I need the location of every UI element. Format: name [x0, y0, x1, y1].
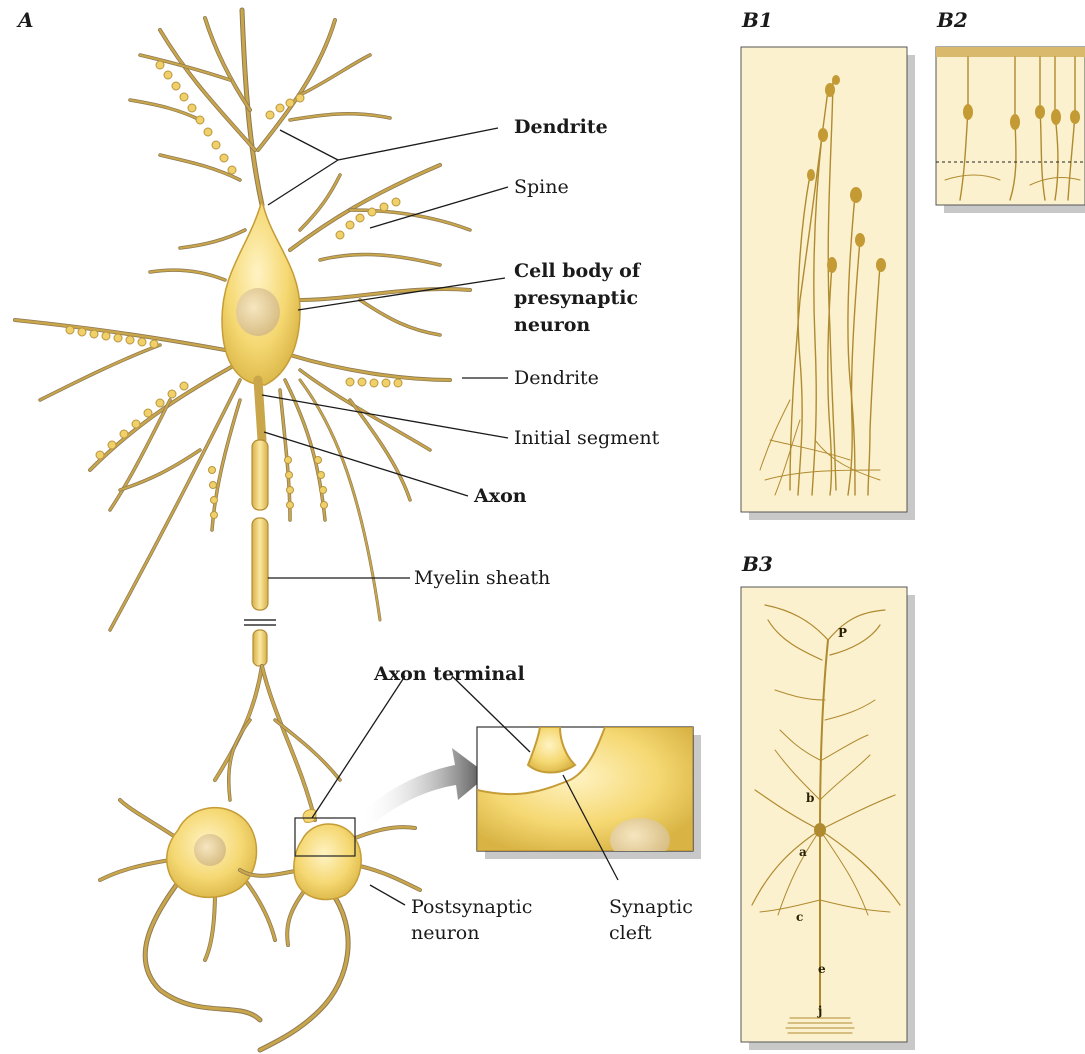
postsynaptic-neuron-right: [240, 810, 420, 1050]
myelin-segment: [252, 518, 268, 610]
synapse-zoom-inset: [477, 727, 701, 862]
myelin-segment: [252, 440, 268, 510]
panel-b2: [936, 47, 1085, 213]
myelin-segment: [253, 630, 267, 666]
panel-label-a: A: [16, 8, 34, 32]
presynaptic-nucleus: [236, 288, 280, 336]
b3-marker-e: e: [818, 962, 826, 976]
label-postsynaptic-2: neuron: [411, 922, 479, 944]
presynaptic-neuron: [15, 10, 470, 820]
zoom-arrow: [360, 748, 488, 828]
postsynaptic-neuron-left: [100, 800, 275, 1020]
label-initial-segment: Initial segment: [514, 427, 660, 449]
b3-marker-a: a: [799, 845, 807, 859]
axon-collaterals: [215, 666, 340, 820]
label-axon: Axon: [473, 485, 527, 507]
b3-marker-c: c: [796, 910, 803, 924]
label-synaptic-2: cleft: [609, 922, 652, 944]
label-dendrite-mid: Dendrite: [514, 367, 599, 389]
label-cell-body-2: presynaptic: [514, 287, 638, 309]
label-axon-terminal: Axon terminal: [373, 663, 525, 685]
label-spine: Spine: [514, 176, 569, 198]
label-cell-body-3: neuron: [514, 314, 590, 336]
panel-label-b3: B3: [741, 552, 773, 576]
label-cell-body-1: Cell body of: [514, 260, 642, 282]
label-synaptic-1: Synaptic: [609, 896, 693, 918]
axon-shaft: [244, 380, 276, 666]
label-dendrite-top: Dendrite: [514, 116, 608, 138]
label-myelin-sheath: Myelin sheath: [414, 567, 550, 589]
label-postsynaptic-1: Postsynaptic: [411, 896, 532, 918]
b3-marker-j: j: [817, 1004, 822, 1018]
b3-marker-p: P: [838, 626, 847, 640]
panel-b1: [741, 47, 915, 520]
panel-label-b1: B1: [741, 8, 773, 32]
panel-label-b2: B2: [936, 8, 968, 32]
b3-marker-b: b: [806, 791, 814, 805]
panel-b3: P b a c e j: [741, 587, 915, 1050]
